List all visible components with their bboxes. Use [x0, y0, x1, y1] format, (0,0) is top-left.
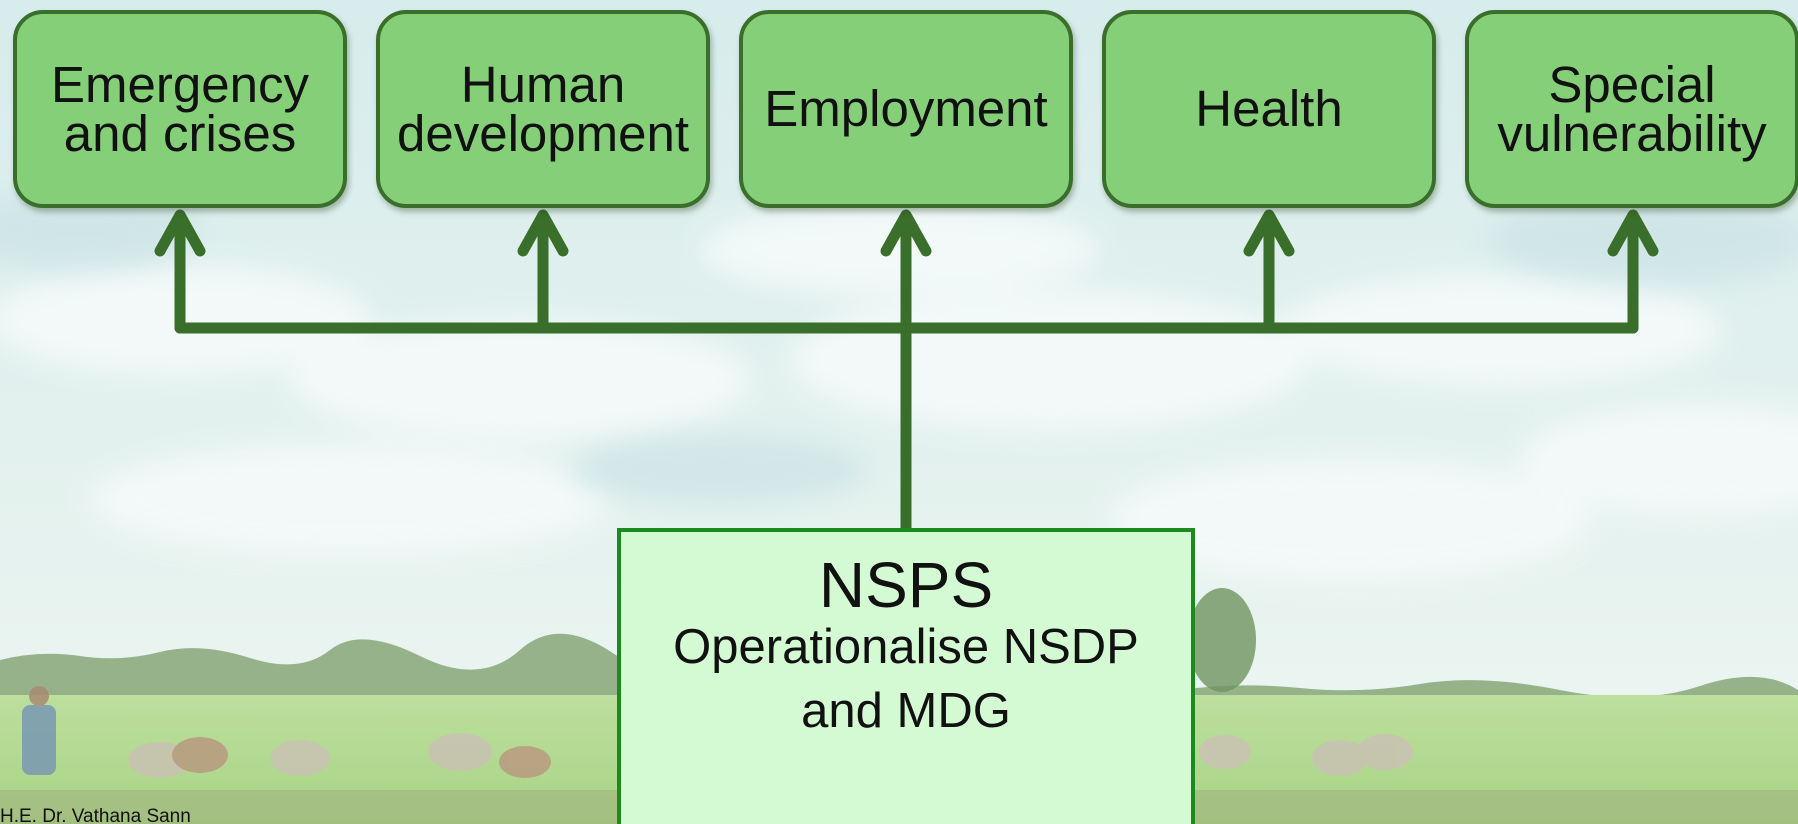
- nsps-strategy-box: NSPS Operationalise NSDP and MDG: [617, 528, 1195, 824]
- arrowhead-5: [1607, 209, 1659, 257]
- strategy-subtitle-line2: and MDG: [801, 684, 1011, 739]
- strategy-subtitle-line1: Operationalise NSDP: [673, 620, 1139, 675]
- pillar-employment: Employment: [739, 10, 1073, 208]
- author-credit: H.E. Dr. Vathana Sann: [0, 806, 191, 824]
- pillar-special-vulnerability: Special vulnerability: [1465, 10, 1798, 208]
- pillar-label-line1: Human: [460, 55, 626, 113]
- arrowhead-2: [517, 209, 569, 257]
- pillar-label-line2: vulnerability: [1497, 105, 1767, 162]
- arrowhead-1: [154, 209, 206, 257]
- pillar-human-development: Human development: [376, 10, 710, 208]
- arrowhead-3: [880, 209, 932, 257]
- pillar-label-line2: and crises: [63, 105, 297, 162]
- strategy-title: NSPS: [818, 549, 994, 621]
- pillar-label-line1: Emergency: [51, 55, 309, 113]
- pillar-health: Health: [1102, 10, 1436, 208]
- connector-lines: [154, 209, 1659, 534]
- pillar-label-line1: Health: [1195, 80, 1343, 138]
- pillar-label-line1: Employment: [764, 80, 1048, 138]
- pillar-label-line1: Special: [1548, 55, 1716, 113]
- pillar-emergency-and-crises: Emergency and crises: [13, 10, 347, 208]
- pillar-label-line2: development: [396, 105, 690, 162]
- arrowhead-4: [1243, 209, 1295, 257]
